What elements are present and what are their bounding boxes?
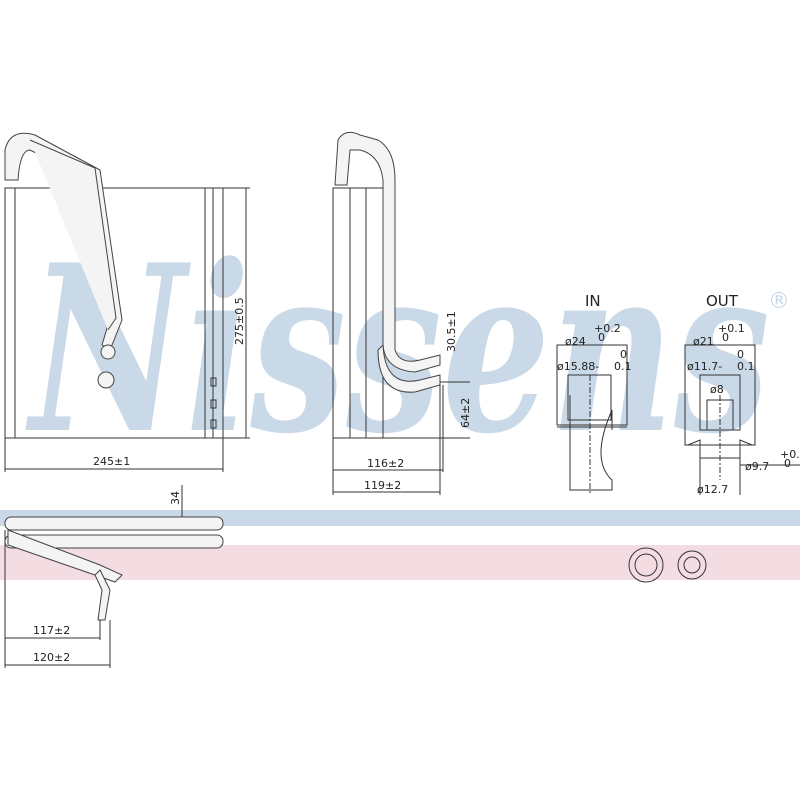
out-inner-tol-upper: 0 [737, 348, 744, 361]
out-bore-diameter: ø8 [710, 383, 724, 396]
in-outer-tol-upper: +0.2 [594, 322, 621, 335]
out-base-diameter: ø12.7 [697, 483, 728, 496]
front-view [4, 132, 250, 472]
in-inner-tol-upper: 0 [620, 348, 627, 361]
front-width-dimension: 245±1 [93, 455, 130, 468]
top-outer-length-dimension: 120±2 [33, 651, 70, 664]
pipe-height-dimension: 64±2 [459, 398, 472, 428]
out-pipe-diameter: ø9.7 [745, 460, 769, 473]
front-height-dimension: 275±0.5 [233, 297, 246, 345]
out-outer-tol-lower: 0 [722, 331, 729, 344]
brand-watermark: Nissens [25, 215, 770, 485]
in-outer-diameter: ø24 [565, 335, 586, 348]
in-fitting-section [556, 344, 628, 495]
out-fitting-section [684, 344, 800, 495]
out-inner-tol-lower: 0.1 [737, 360, 755, 373]
side-view [332, 131, 470, 495]
top-inner-length-dimension: 117±2 [33, 624, 70, 637]
out-outer-diameter: ø21 [693, 335, 714, 348]
out-pipe-tol-lower: 0 [784, 457, 791, 470]
in-label: IN [585, 292, 601, 310]
registered-mark: ® [768, 289, 790, 314]
in-inner-diameter: ø15.88- [557, 360, 599, 373]
side-inner-depth-dimension: 116±2 [367, 457, 404, 470]
out-outer-tol-upper: +0.1 [718, 322, 745, 335]
side-outer-depth-dimension: 119±2 [364, 479, 401, 492]
out-pipe-tol-upper: +0.1 [780, 448, 800, 461]
fitting-end-views [628, 547, 707, 583]
out-inner-diameter: ø11.7- [687, 360, 722, 373]
in-inner-tol-lower: 0.1 [614, 360, 632, 373]
top-view [4, 485, 224, 668]
top-thickness-dimension: 34 [169, 491, 182, 505]
pink-stripe [0, 545, 800, 580]
in-outer-tol-lower: 0 [598, 331, 605, 344]
pipe-offset-dimension: 30.5±1 [445, 311, 458, 352]
out-label: OUT [706, 292, 739, 310]
